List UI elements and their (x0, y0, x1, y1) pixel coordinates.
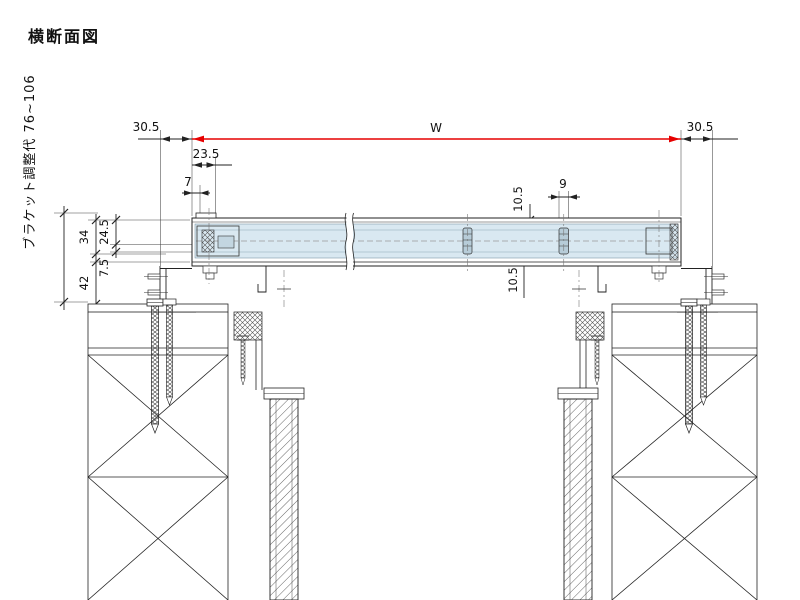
offset-right-dimension: 30.5 (681, 120, 738, 142)
left-dimension-chains: 34 42 24.5 7.5 (77, 214, 196, 310)
frame-fastener-right (558, 214, 569, 272)
left-panel-screw (237, 335, 249, 386)
left-sealant-block (233, 311, 263, 341)
right-sealant-block (575, 311, 605, 341)
w-arrow-right (669, 135, 680, 143)
right-wall-section (611, 303, 758, 600)
frame-right-mechanism (645, 210, 679, 282)
right-hanger-hook (597, 266, 607, 293)
dim-24-5-label: 24.5 (97, 219, 111, 245)
dim-34-label: 34 (77, 230, 91, 245)
frame-cross-section (191, 208, 682, 284)
dim-7-label: 7 (184, 175, 192, 189)
w-label: W (430, 121, 442, 135)
bracket-adjustment-note: ブラケット調整代 76~106 (22, 74, 38, 249)
bracket-adjustment-dimension (54, 206, 98, 310)
offset-right-label: 30.5 (687, 120, 714, 134)
dim-42-label: 42 (77, 276, 91, 291)
dim-10-5-top-label: 10.5 (511, 186, 525, 212)
left-hanger-hook (257, 266, 267, 293)
frame-fastener-left (462, 214, 473, 272)
offset-left-dimension: 30.5 (133, 120, 192, 142)
frame-break-mark (344, 212, 355, 271)
dim-7: 7 (182, 175, 210, 216)
dim-9-label: 9 (559, 177, 567, 191)
dim-7-5-label: 7.5 (97, 259, 111, 277)
frame-top-tab (195, 212, 217, 219)
left-anchor-screws (146, 298, 177, 434)
w-arrow-left (193, 135, 204, 143)
dim-10-5-bottom-label: 10.5 (506, 267, 520, 293)
w-dimension: W (160, 121, 713, 266)
drawing-title: 横断面図 (28, 27, 100, 46)
right-panel-screw (591, 335, 603, 386)
right-anchor-screws (680, 298, 711, 434)
left-panel-assembly (233, 266, 305, 600)
dim-23-5: 23.5 (192, 147, 232, 216)
frame-left-mechanism (196, 208, 240, 284)
offset-left-label: 30.5 (133, 120, 160, 134)
right-panel-board (563, 398, 593, 600)
dim-23-5-label: 23.5 (193, 147, 220, 161)
left-panel-board (269, 398, 299, 600)
right-panel-assembly (557, 266, 607, 600)
